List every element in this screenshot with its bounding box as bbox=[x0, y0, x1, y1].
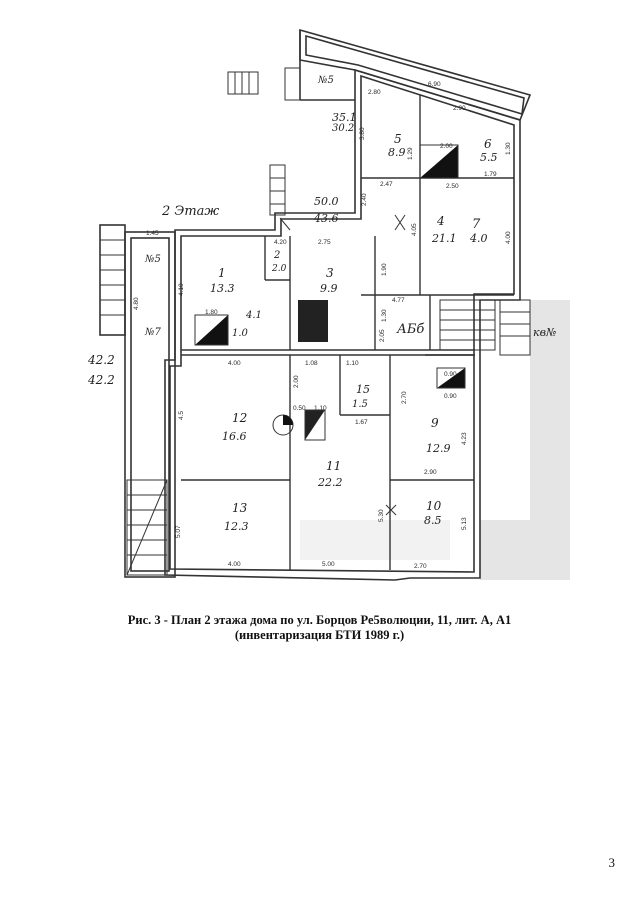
dimension-label: 3.80 bbox=[359, 127, 366, 140]
room-number: 6 bbox=[484, 137, 492, 151]
dimension-label: 5.07 bbox=[175, 525, 182, 538]
room-area: 13.3 bbox=[210, 282, 235, 295]
dimension-label: 1.08 bbox=[305, 360, 318, 367]
dimension-label: 5.13 bbox=[461, 517, 468, 530]
dimension-label: 4.00 bbox=[228, 360, 241, 367]
stairs-left bbox=[100, 239, 168, 576]
scan-noise bbox=[300, 300, 570, 580]
dimension-label: 4.20 bbox=[274, 239, 287, 246]
dimension-label: 4.80 bbox=[133, 297, 140, 310]
label-abv: АБб bbox=[396, 322, 424, 337]
dimension-label: 1.29 bbox=[407, 147, 414, 160]
dimension-label: 4.77 bbox=[392, 297, 405, 304]
note-upper: №5 bbox=[317, 75, 334, 86]
room-area: 8.9 bbox=[388, 146, 406, 159]
note-n7: №7 bbox=[144, 327, 161, 338]
room-number: 5 bbox=[394, 132, 402, 146]
dimension-label: 6.90 bbox=[428, 81, 441, 88]
total-b: 42.2 bbox=[87, 373, 115, 387]
dimension-label: 1.79 bbox=[484, 171, 497, 178]
stairs-right bbox=[439, 299, 531, 356]
floor-plan: 2 Этаж 1 13.3 2 2.0 3 9.9 4 21.1 5 8.9 6… bbox=[87, 28, 570, 581]
total-e: 35.1 bbox=[332, 111, 357, 124]
dimension-label: 2.80 bbox=[368, 89, 381, 96]
dimension-label: 2.90 bbox=[424, 469, 437, 476]
room-area: 9.9 bbox=[320, 282, 338, 295]
room-number: 1 bbox=[218, 266, 226, 280]
dimension-label: 1.67 bbox=[355, 419, 368, 426]
dimension-label: 5.00 bbox=[322, 561, 335, 568]
dimension-label: 2.47 bbox=[380, 181, 393, 188]
total-d: 43.6 bbox=[313, 212, 339, 225]
room-area: 12.9 bbox=[426, 442, 451, 455]
dimension-labels: 2.80 6.90 2.90 3.80 2.00 1.29 1.30 2.47 … bbox=[133, 81, 512, 570]
dimension-label: 0.90 bbox=[444, 393, 457, 400]
handwritten-notes: №5 №5 №7 42.2 42.2 50.0 43.6 35.1 30.2 к… bbox=[87, 75, 556, 387]
room-area-b: 4.1 bbox=[245, 310, 262, 321]
dimension-label: 1.30 bbox=[505, 142, 512, 155]
porch-steps bbox=[227, 67, 301, 216]
note-n5: №5 bbox=[144, 254, 161, 265]
dimension-label: 2.40 bbox=[361, 193, 368, 206]
label-kv: кв№ bbox=[533, 326, 556, 339]
room-area: 2.0 bbox=[271, 264, 287, 274]
room-number: 2 bbox=[273, 250, 280, 261]
page-number: 3 bbox=[608, 855, 616, 870]
dimension-label: 4.10 bbox=[178, 283, 185, 296]
dimension-label: 2.00 bbox=[293, 375, 300, 388]
stoves bbox=[194, 144, 466, 441]
room-number: 11 bbox=[326, 459, 341, 473]
floor-label: 2 Этаж bbox=[161, 204, 219, 219]
dimension-label: 4.05 bbox=[411, 223, 418, 236]
room-area-c: 1.0 bbox=[232, 328, 249, 339]
room-number: 10 bbox=[426, 499, 442, 513]
figure-caption-subtitle: (инвентаризация БТИ 1989 г.) bbox=[234, 628, 405, 642]
dimension-label: 1.45 bbox=[146, 230, 159, 237]
dimension-label: 2.75 bbox=[318, 239, 331, 246]
room-labels: 1 13.3 2 2.0 3 9.9 4 21.1 5 8.9 6 5.5 7 … bbox=[210, 132, 498, 533]
room-area: 16.6 bbox=[222, 430, 247, 443]
room-area: 12.3 bbox=[224, 520, 249, 533]
room-number: 15 bbox=[356, 383, 370, 396]
dimension-label: 0.50 bbox=[293, 405, 306, 412]
room-number: 4 bbox=[436, 214, 445, 228]
dimension-label: 4.5 bbox=[178, 411, 185, 420]
total-f: 30.2 bbox=[332, 123, 354, 134]
figure-caption: Рис. 3 - План 2 этажа дома по ул. Борцов… bbox=[127, 613, 512, 627]
room-area: 8.5 bbox=[424, 514, 442, 527]
dimension-label: 0.90 bbox=[444, 371, 457, 378]
room-number: 13 bbox=[232, 501, 248, 515]
dimension-label: 1.10 bbox=[346, 360, 359, 367]
interior-walls bbox=[181, 95, 514, 570]
room-number: 3 bbox=[326, 266, 334, 280]
dimension-label: 4.00 bbox=[505, 231, 512, 244]
dimension-label: 1.10 bbox=[314, 405, 327, 412]
room-area: 4.0 bbox=[469, 232, 488, 245]
dimension-label: 2.90 bbox=[453, 105, 466, 112]
room-area: 22.2 bbox=[317, 476, 343, 489]
dimension-label: 5.30 bbox=[378, 509, 385, 522]
dimension-label: 2.70 bbox=[401, 391, 408, 404]
total-a: 42.2 bbox=[87, 353, 115, 367]
dimension-label: 4.00 bbox=[228, 561, 241, 568]
door-marks bbox=[279, 214, 406, 516]
dimension-label: 1.30 bbox=[381, 309, 388, 322]
dimension-label: 2.05 bbox=[379, 329, 386, 342]
dimension-label: 2.50 bbox=[446, 183, 459, 190]
total-c: 50.0 bbox=[314, 195, 339, 208]
dimension-label: 2.00 bbox=[440, 143, 453, 150]
room-number: 12 bbox=[232, 411, 247, 425]
room-number: 9 bbox=[431, 416, 439, 430]
dimension-label: 1.80 bbox=[205, 309, 218, 316]
room-number: 7 bbox=[472, 217, 481, 232]
room-area: 1.5 bbox=[352, 399, 368, 410]
room-area: 21.1 bbox=[431, 232, 457, 245]
room-area: 5.5 bbox=[480, 151, 498, 164]
dimension-label: 4.23 bbox=[461, 432, 468, 445]
dimension-label: 1.90 bbox=[381, 263, 388, 276]
dimension-label: 2.70 bbox=[414, 563, 427, 570]
